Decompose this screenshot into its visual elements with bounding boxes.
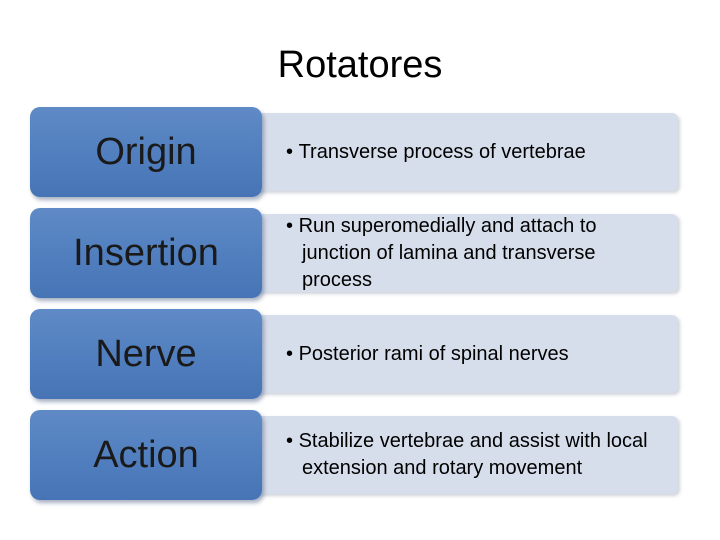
- row-nerve: Posterior rami of spinal nerves Nerve: [30, 309, 680, 401]
- label-box: Nerve: [30, 309, 262, 399]
- row-action: Stabilize vertebrae and assist with loca…: [30, 410, 680, 502]
- description-box: Stabilize vertebrae and assist with loca…: [210, 416, 678, 494]
- row-origin: Transverse process of vertebrae Origin: [30, 107, 680, 199]
- slide-title: Rotatores: [277, 44, 443, 86]
- label-box: Origin: [30, 107, 262, 197]
- description-box: Run superomedially and attach to junctio…: [210, 214, 678, 292]
- description-text: Transverse process of vertebrae: [286, 139, 586, 166]
- label-box: Insertion: [30, 208, 262, 298]
- description-box: Transverse process of vertebrae: [210, 113, 678, 191]
- description-text: Stabilize vertebrae and assist with loca…: [286, 428, 668, 482]
- description-text: Posterior rami of spinal nerves: [286, 341, 569, 368]
- row-insertion: Run superomedially and attach to junctio…: [30, 208, 680, 300]
- label-box: Action: [30, 410, 262, 500]
- description-text: Run superomedially and attach to junctio…: [286, 213, 668, 294]
- description-box: Posterior rami of spinal nerves: [210, 315, 678, 393]
